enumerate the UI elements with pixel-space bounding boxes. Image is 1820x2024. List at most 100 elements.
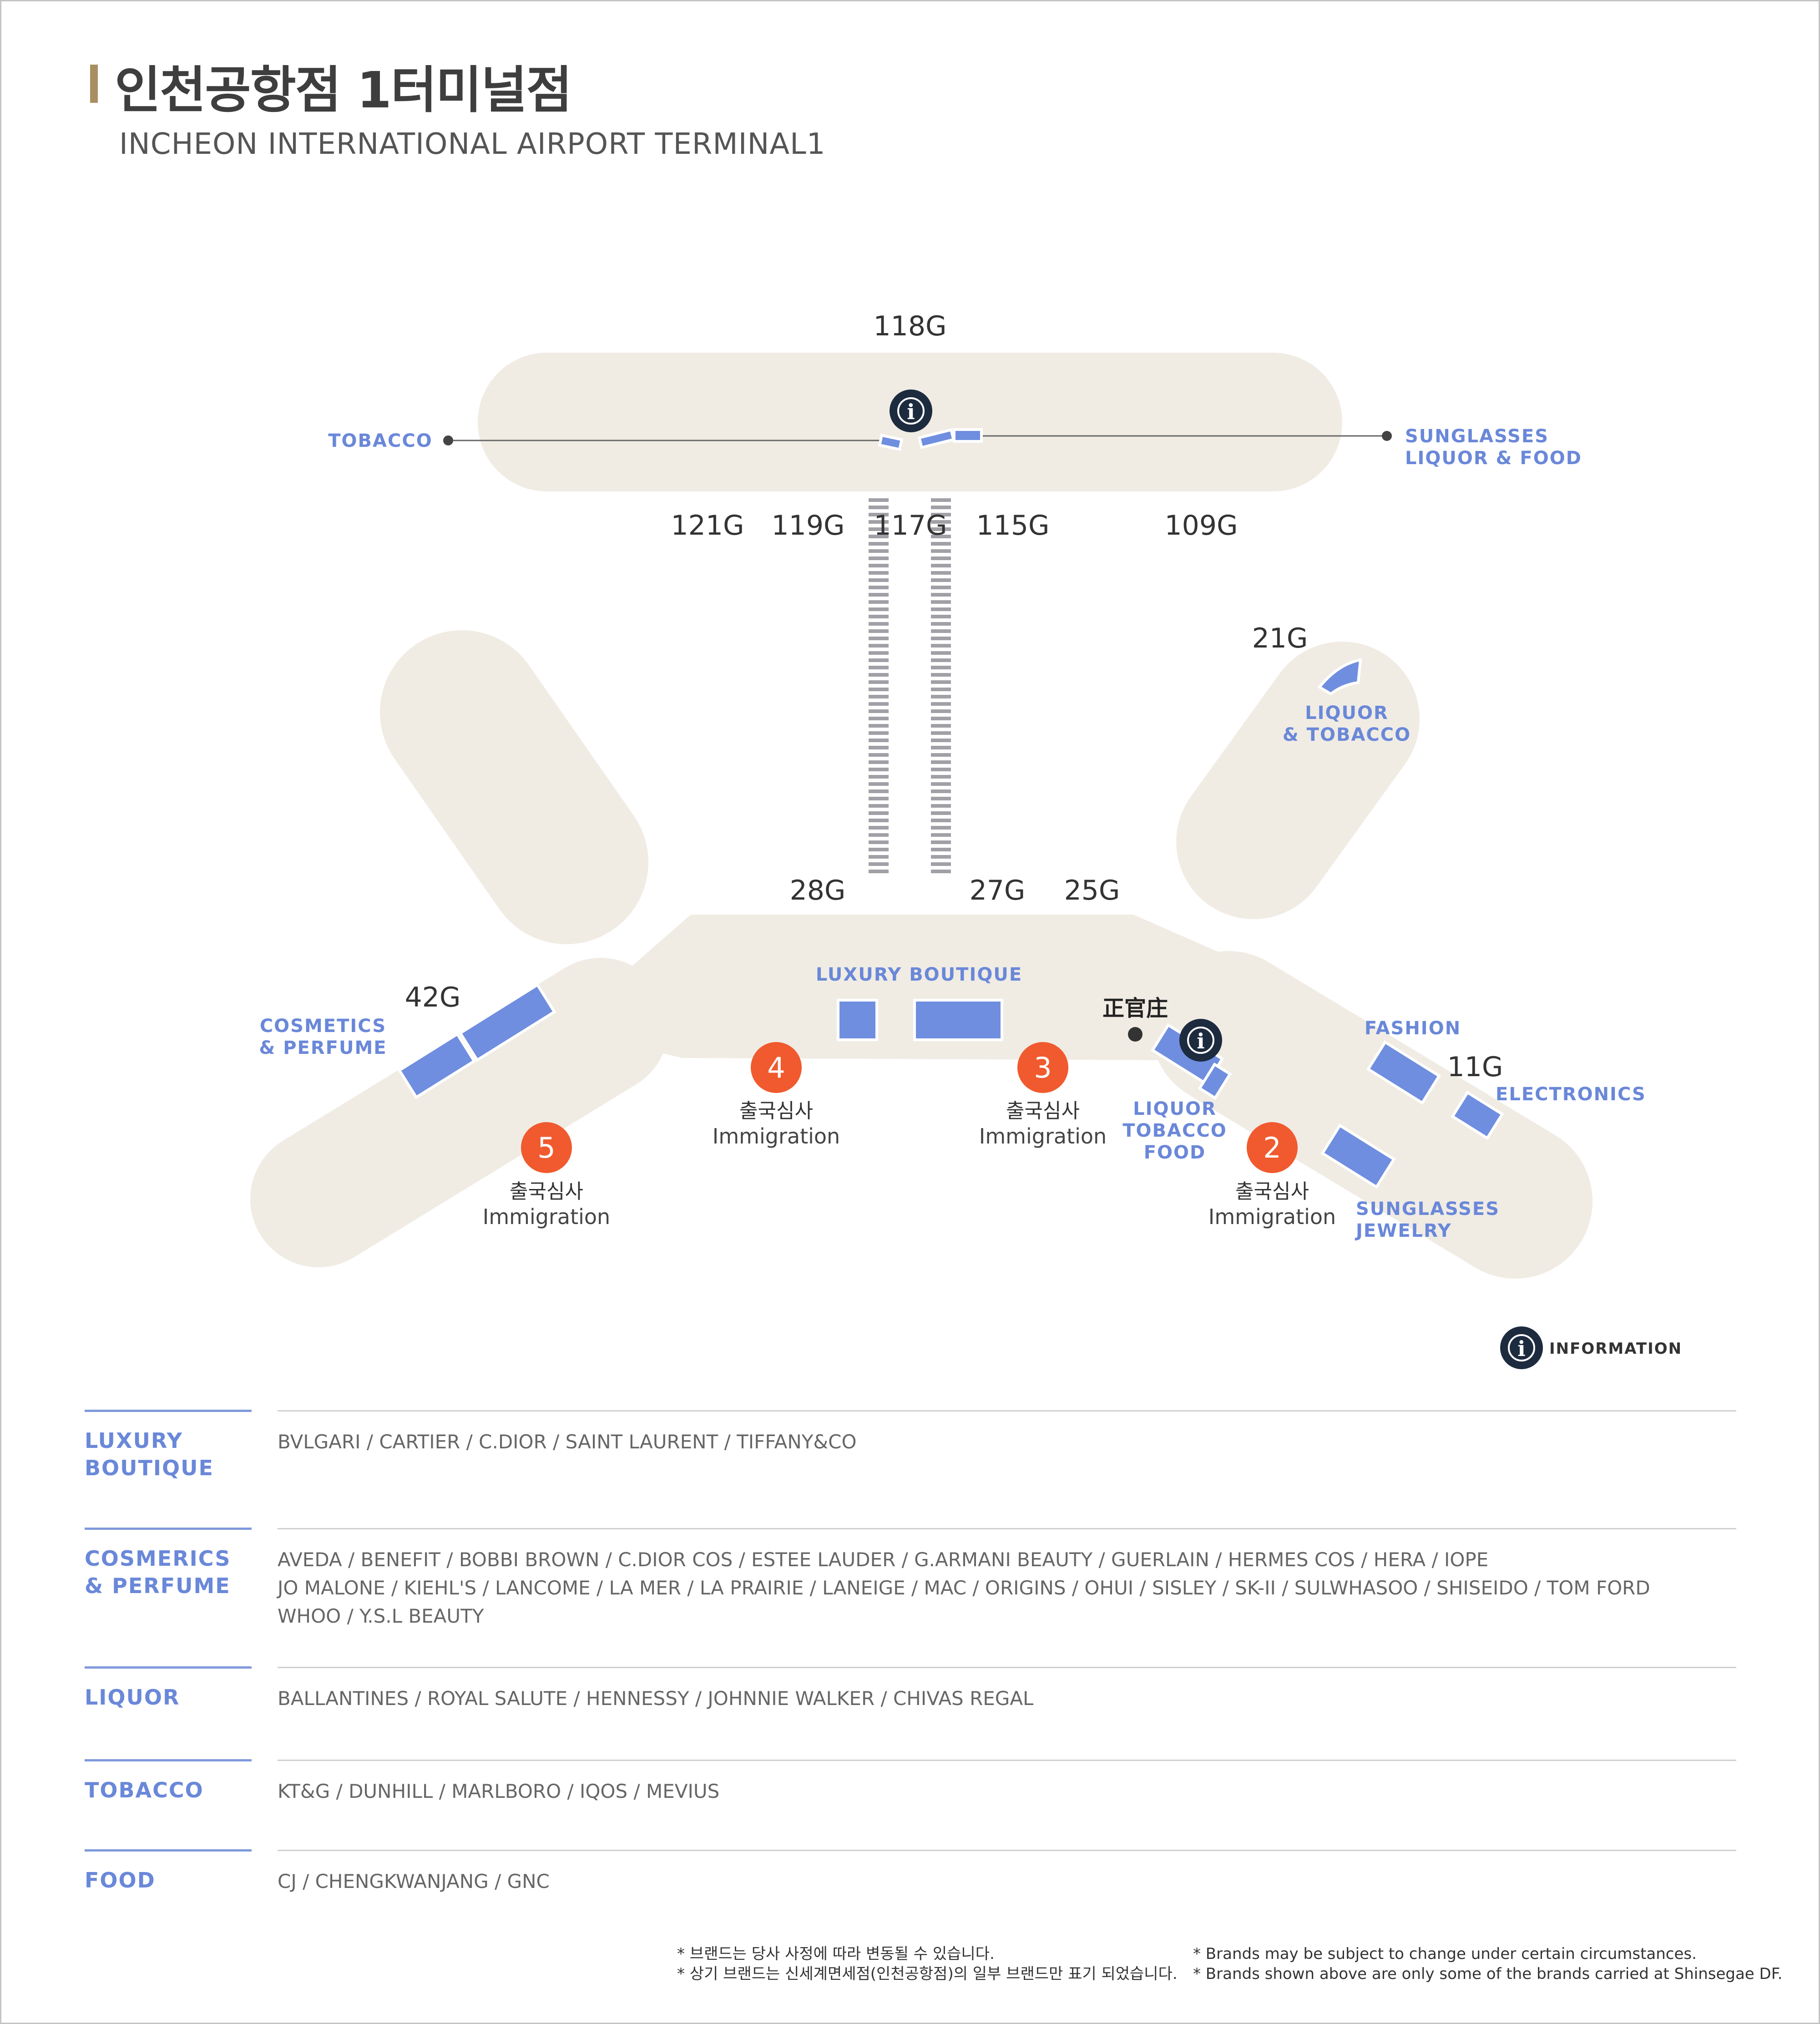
zone-label-luxury-boutique: LUXURY BOUTIQUE [816, 964, 1022, 985]
immigration-5: 5 출국심사 Immigration [483, 1122, 610, 1229]
footnote: * Brands shown above are only some of th… [1193, 1965, 1783, 1983]
gate-115g: 115G [976, 510, 1049, 541]
category-name: LIQUOR [85, 1685, 180, 1710]
category-name: COSMERICS & PERFUME [85, 1546, 231, 1598]
svg-text:i: i [907, 400, 915, 424]
gate-25g: 25G [1064, 875, 1120, 906]
shop-electronics [1451, 1090, 1504, 1140]
shop-luxury-1 [837, 999, 878, 1041]
page-subtitle: INCHEON INTERNATIONAL AIRPORT TERMINAL1 [119, 127, 826, 161]
gate-28g: 28G [790, 875, 846, 906]
footnotes-english: * Brands may be subject to change under … [1193, 1944, 1783, 1984]
category-name: TOBACCO [85, 1778, 204, 1802]
page-title: 인천공항점 1터미널점 [115, 61, 572, 119]
row-divider [278, 1850, 1736, 1851]
svg-text:2: 2 [1263, 1131, 1281, 1164]
zone-label-sunglasses-top: SUNGLASSES [1405, 426, 1549, 447]
row-divider [278, 1528, 1736, 1529]
terminal-floor [250, 630, 1592, 1279]
svg-text:Immigration: Immigration [483, 1204, 610, 1229]
gate-119g: 119G [771, 510, 844, 541]
category-accent-line [85, 1410, 252, 1412]
category-accent-line [85, 1759, 252, 1761]
svg-text:3: 3 [1034, 1051, 1052, 1084]
gate-109g: 109G [1164, 510, 1238, 541]
footnote: * 상기 브랜드는 신세계면세점(인천공항점)의 일부 브랜드만 표기 되었습니… [677, 1965, 1178, 1983]
footnote: * Brands may be subject to change under … [1193, 1945, 1697, 1963]
info-icon [1187, 1027, 1214, 1054]
footnote: * 브랜드는 당사 사정에 따라 변동될 수 있습니다. [677, 1945, 995, 1963]
category-brands: BALLANTINES / ROYAL SALUTE / HENNESSY / … [278, 1687, 1034, 1710]
category-brands: BVLGARI / CARTIER / C.DIOR / SAINT LAURE… [278, 1431, 857, 1453]
gate-27g: 27G [970, 875, 1026, 906]
zone-label-cosmetics: COSMETICS [260, 1016, 386, 1037]
zone-label-fashion: FASHION [1365, 1018, 1461, 1039]
svg-text:i: i [1517, 1336, 1525, 1361]
svg-text:INFORMATION: INFORMATION [1549, 1340, 1682, 1358]
category-name: LUXURY BOUTIQUE [85, 1428, 214, 1480]
zone-label-sunglasses-low: SUNGLASSES [1356, 1199, 1500, 1219]
gate-117g: 117G [874, 510, 947, 541]
walkway-right [930, 498, 952, 876]
svg-text:4: 4 [767, 1051, 785, 1084]
category-accent-line [85, 1528, 252, 1530]
zone-label-liquor-center: LIQUOR [1133, 1098, 1217, 1119]
zone-label-electronics: ELECTRONICS [1496, 1084, 1646, 1105]
svg-text:출국심사: 출국심사 [510, 1180, 583, 1203]
svg-text:i: i [1197, 1029, 1204, 1053]
walkway-left [867, 498, 890, 876]
gate-121g: 121G [671, 510, 744, 541]
svg-text:출국심사: 출국심사 [739, 1099, 813, 1123]
zone-label-liquor-21g: LIQUOR [1305, 703, 1389, 724]
row-divider [278, 1667, 1736, 1668]
zone-label-jewelry-low: JEWELRY [1355, 1220, 1452, 1241]
svg-text:Immigration: Immigration [1208, 1204, 1336, 1229]
shop-concourse-right [953, 428, 983, 443]
zone-label-food-center: FOOD [1144, 1142, 1206, 1163]
terminal-map: i i 118G 121G 119G 117G 115G 109G 21G 28… [250, 310, 1682, 1369]
immigration-3: 3 출국심사 Immigration [979, 1042, 1107, 1149]
category-brands: AVEDA / BENEFIT / BOBBI BROWN / C.DIOR C… [278, 1548, 1650, 1627]
row-divider [278, 1760, 1736, 1761]
zone-label-perfume: & PERFUME [259, 1037, 387, 1058]
svg-text:5: 5 [537, 1131, 555, 1164]
shop-gate21 [1317, 658, 1362, 696]
immigration-2: 2 출국심사 Immigration [1208, 1122, 1336, 1229]
immigration-4: 4 출국심사 Immigration [713, 1042, 840, 1149]
svg-text:출국심사: 출국심사 [1006, 1099, 1080, 1123]
legend-information: i INFORMATION [1500, 1326, 1682, 1369]
shop-cosmetics-2 [397, 1032, 476, 1099]
info-point-center: i [1179, 1019, 1222, 1062]
gate-118g: 118G [873, 310, 946, 342]
brand-mark-jeonggwanjang: 正官庄 [1102, 996, 1168, 1021]
gate-42g: 42G [405, 982, 461, 1013]
svg-text:Immigration: Immigration [713, 1124, 840, 1149]
shop-concourse-tobacco [878, 434, 904, 451]
info-point-concourse: i [890, 390, 932, 432]
shop-cosmetics-1 [458, 983, 556, 1062]
zone-label-liquor-food-top: LIQUOR & FOOD [1405, 448, 1582, 469]
shop-fashion [1366, 1040, 1441, 1105]
category-brands: CJ / CHENGKWANJANG / GNC [278, 1870, 550, 1892]
row-divider [278, 1410, 1736, 1412]
shop-liquor-center-2 [1198, 1062, 1232, 1100]
gate-21g: 21G [1252, 622, 1308, 654]
category-brands: KT&G / DUNHILL / MARLBORO / IQOS / MEVIU… [278, 1780, 720, 1802]
brand-mark-location-dot [1128, 1027, 1143, 1042]
gate-11g: 11G [1447, 1051, 1503, 1083]
title-accent-bar [90, 65, 98, 103]
category-name: FOOD [85, 1868, 156, 1892]
info-icon [1508, 1334, 1535, 1361]
shop-sunglasses [1320, 1123, 1396, 1189]
shop-blocks [397, 428, 1504, 1189]
concourse-leader-lines [443, 431, 1392, 445]
zone-label-tobacco-21g: & TOBACCO [1283, 724, 1411, 745]
zone-label-tobacco: TOBACCO [328, 430, 432, 451]
svg-text:Immigration: Immigration [979, 1124, 1107, 1149]
svg-text:출국심사: 출국심사 [1235, 1180, 1309, 1203]
category-accent-line [85, 1666, 252, 1669]
footnotes-korean: * 브랜드는 당사 사정에 따라 변동될 수 있습니다. * 상기 브랜드는 신… [677, 1944, 1178, 1984]
zone-label-tobacco-center: TOBACCO [1122, 1120, 1227, 1141]
info-icon [897, 397, 925, 425]
